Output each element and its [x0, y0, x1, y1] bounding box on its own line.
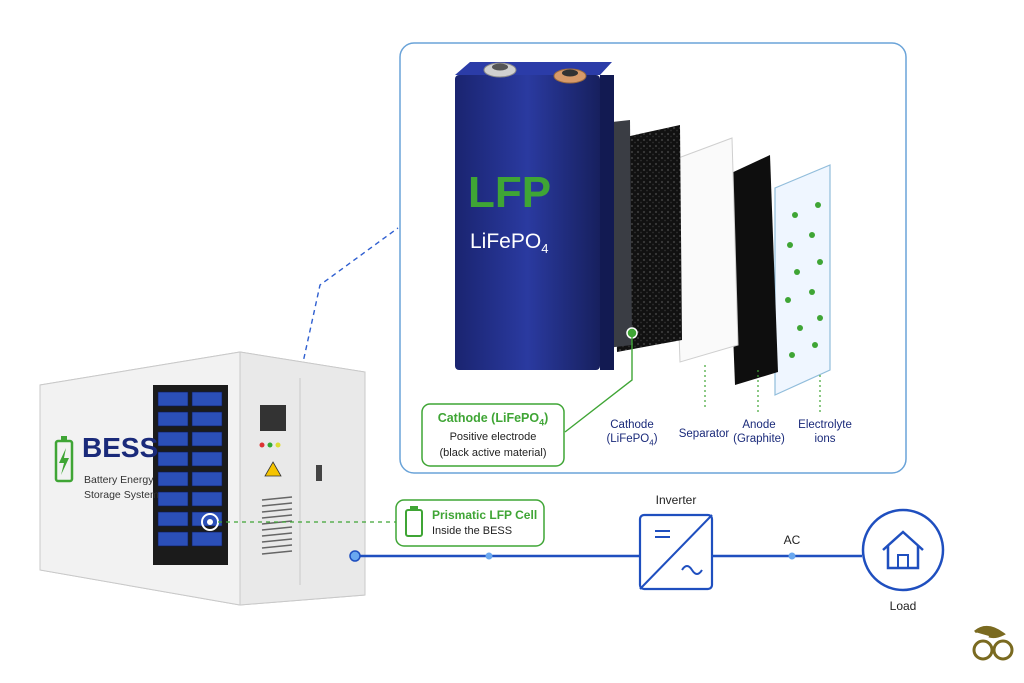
- cell-callout-subtitle: Inside the BESS: [432, 525, 513, 537]
- cell-chemistry-text: LiFePO: [470, 230, 542, 253]
- vent-grille: [261, 496, 293, 555]
- cell-callout-title: Prismatic LFP Cell: [432, 508, 538, 522]
- cell-callout-box: [395, 499, 545, 547]
- separator-layer-label: Separator: [678, 428, 730, 440]
- electrolyte-layer-label: Electrolyte ions: [798, 419, 852, 445]
- cell-brand-label: LFP: [468, 168, 552, 217]
- cathode-callout-box: [421, 403, 565, 467]
- load-house-icon: [861, 508, 945, 592]
- cell-chemistry-subscript: 4: [541, 241, 549, 257]
- inverter-icon: [638, 513, 714, 591]
- cathode-callout-line: [564, 336, 633, 433]
- load-label: Load: [889, 599, 917, 613]
- bess-title: BESS: [82, 432, 159, 463]
- inverter-label: Inverter: [655, 493, 697, 507]
- cathode-callout-line2: (black active material): [439, 447, 547, 459]
- warning-icon: [264, 461, 282, 477]
- cathode-callout-line1: Positive electrode: [449, 431, 537, 443]
- cell-icon: [405, 506, 423, 537]
- cathode-callout-title: Cathode (LiFePO4): [437, 411, 549, 428]
- control-display: [260, 405, 286, 431]
- anode-layer: [727, 155, 778, 385]
- bess-subtitle-line2: Storage System: [84, 489, 159, 501]
- cathode-layer-label: Cathode (LiFePO4): [606, 419, 658, 448]
- ion-dots: [785, 202, 823, 358]
- lfp-cell: [455, 62, 614, 370]
- battery-logo-icon: [54, 436, 74, 483]
- electrolyte-layer: [774, 164, 831, 396]
- anode-layer-label: Anode (Graphite): [733, 419, 785, 445]
- separator-layer: [672, 137, 739, 363]
- corner-logo-icon: [972, 626, 1014, 661]
- bess-container: [39, 351, 366, 606]
- bess-subtitle-line1: Battery Energy: [84, 474, 154, 486]
- ac-label: AC: [783, 533, 801, 547]
- cell-chemistry-label: LiFePO4: [470, 230, 580, 256]
